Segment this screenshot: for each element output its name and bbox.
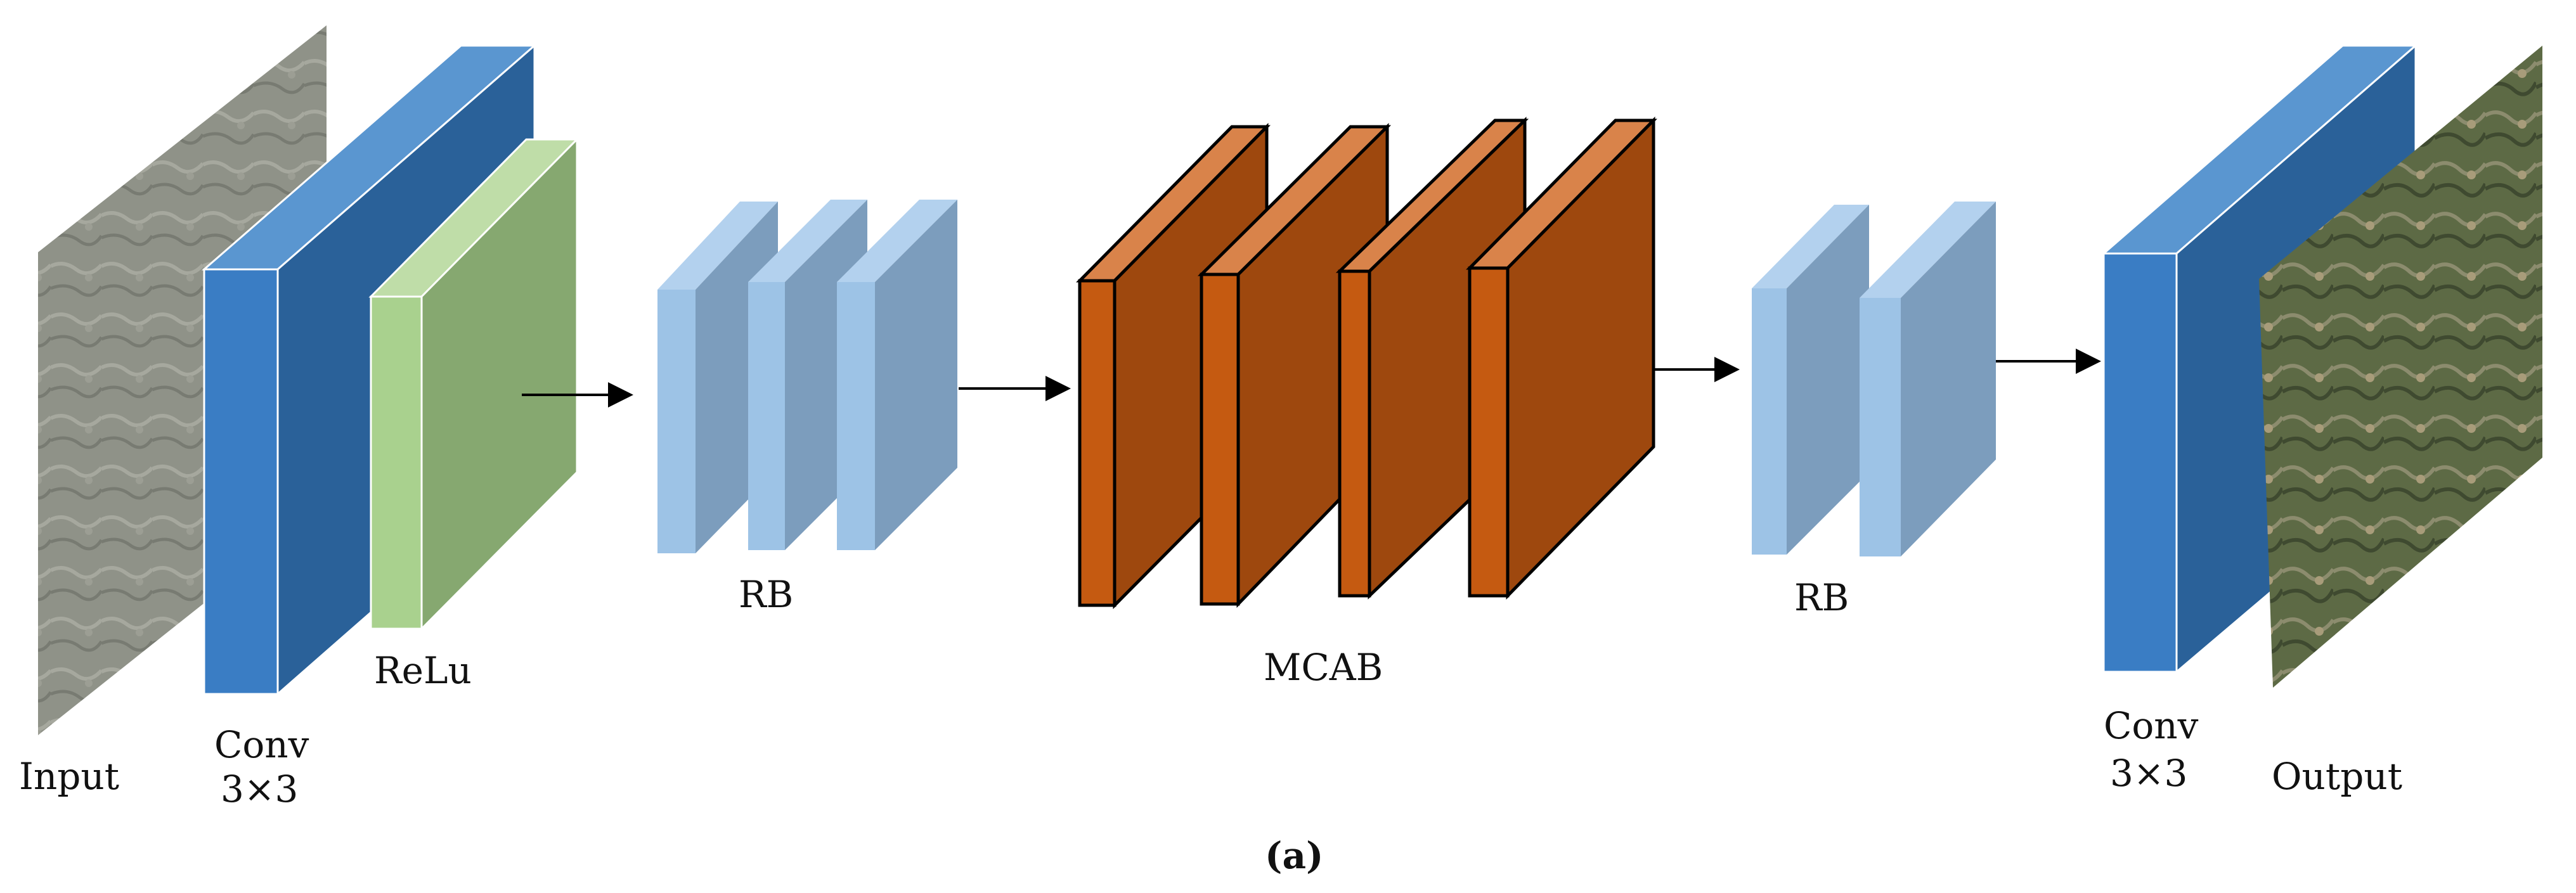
mcab-block-2	[1197, 123, 1392, 608]
relu-block	[368, 137, 579, 631]
rb-block-left-3	[837, 200, 957, 550]
label-rb-left: RB	[739, 573, 793, 616]
caption: (a)	[1265, 834, 1323, 877]
label-conv-right-kernel: 3×3	[2110, 752, 2187, 795]
rb-block-right-1	[1752, 205, 1869, 555]
label-input: Input	[19, 755, 119, 798]
label-mcab: MCAB	[1264, 646, 1383, 689]
mcab-block-4	[1466, 116, 1657, 600]
label-conv-left-kernel: 3×3	[221, 768, 298, 811]
rb-block-right-2	[1860, 202, 1996, 556]
label-rb-right: RB	[1794, 576, 1849, 619]
label-relu: ReLu	[374, 649, 472, 692]
label-output: Output	[2272, 755, 2402, 798]
label-conv-right: Conv	[2104, 704, 2199, 747]
label-conv-left: Conv	[214, 723, 309, 766]
output-image	[2259, 46, 2542, 688]
